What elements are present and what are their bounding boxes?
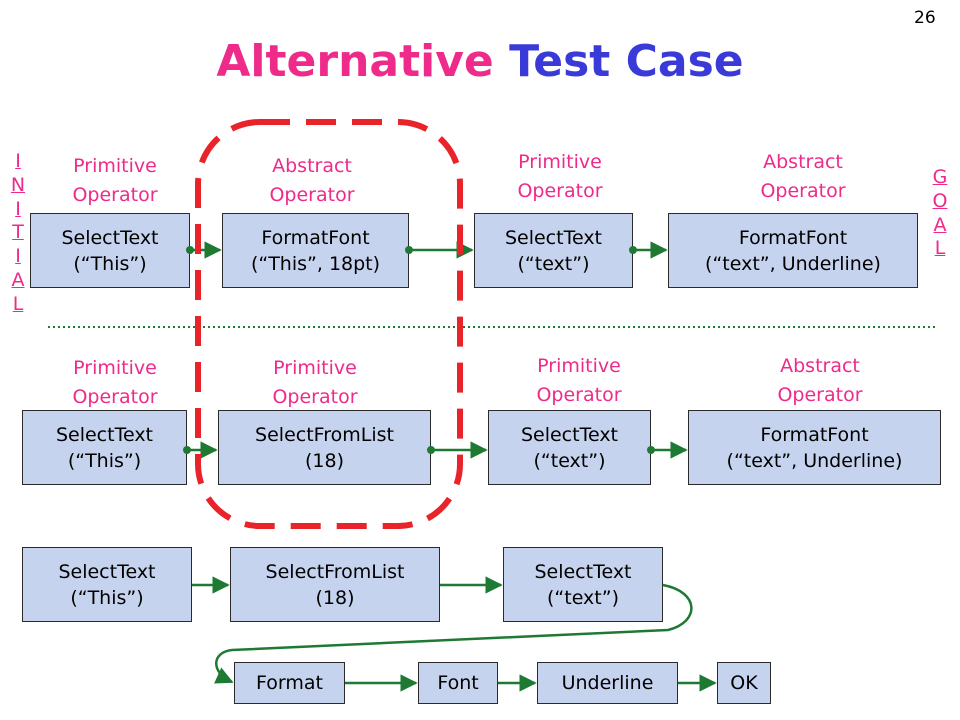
initial-letter: L [12,292,24,315]
row1-arrow-1 [186,241,222,259]
goal-label: G O A L [928,166,952,261]
row2-select-from-list: SelectFromList (18) [218,410,431,485]
row3-select-from-list: SelectFromList (18) [230,547,440,622]
initial-letter: T [12,221,24,244]
row3-select-text-this: SelectText (“This”) [22,547,192,622]
row4-underline: Underline [537,662,678,704]
row2-label-3: Primitive Operator [536,355,622,406]
row4-ok: OK [717,662,771,704]
row2-label-2: Primitive Operator [272,357,358,408]
row2-format-font-text: FormatFont (“text”, Underline) [688,410,941,485]
row1-format-font-this: FormatFont (“This”, 18pt) [222,213,409,288]
row4-font: Font [418,662,498,704]
goal-letter: L [934,237,946,260]
row1-arrow-3 [629,241,668,259]
initial-label: I N I T I A L [6,150,30,317]
row1-label-3: Primitive Operator [517,151,603,202]
row1-format-font-text: FormatFont (“text”, Underline) [668,213,918,288]
row2-arrow-2 [427,441,488,459]
row1-label-2: Abstract Operator [269,155,355,206]
row2-label-4: Abstract Operator [777,355,863,406]
row3-to-row4-curve [214,583,693,684]
goal-letter: A [933,213,947,236]
title-word-alternative: Alternative [216,36,494,87]
row2-arrow-3 [647,441,688,459]
row1-select-text-text: SelectText (“text”) [474,213,633,288]
row2-select-text-this: SelectText (“This”) [22,410,187,485]
title-word-test-case: Test Case [509,36,744,87]
initial-letter: I [15,150,21,172]
initial-letter: I [15,197,21,220]
row3-select-text-text: SelectText (“text”) [503,547,663,622]
row2-label-1: Primitive Operator [72,357,158,408]
slide-title: Alternative Test Case [0,36,960,87]
initial-letter: I [15,245,21,268]
initial-letter: N [10,173,26,196]
row1-label-4: Abstract Operator [760,151,846,202]
row2-arrow-1 [183,441,218,459]
slide-number: 26 [914,8,936,28]
row4-format: Format [234,662,345,704]
dashed-highlight [195,119,463,529]
row2-select-text-text: SelectText (“text”) [488,410,651,485]
goal-letter: G [932,166,948,188]
row1-select-text-this: SelectText (“This”) [30,213,190,288]
row1-label-1: Primitive Operator [72,155,158,206]
goal-letter: O [932,189,948,212]
initial-letter: A [11,268,25,291]
